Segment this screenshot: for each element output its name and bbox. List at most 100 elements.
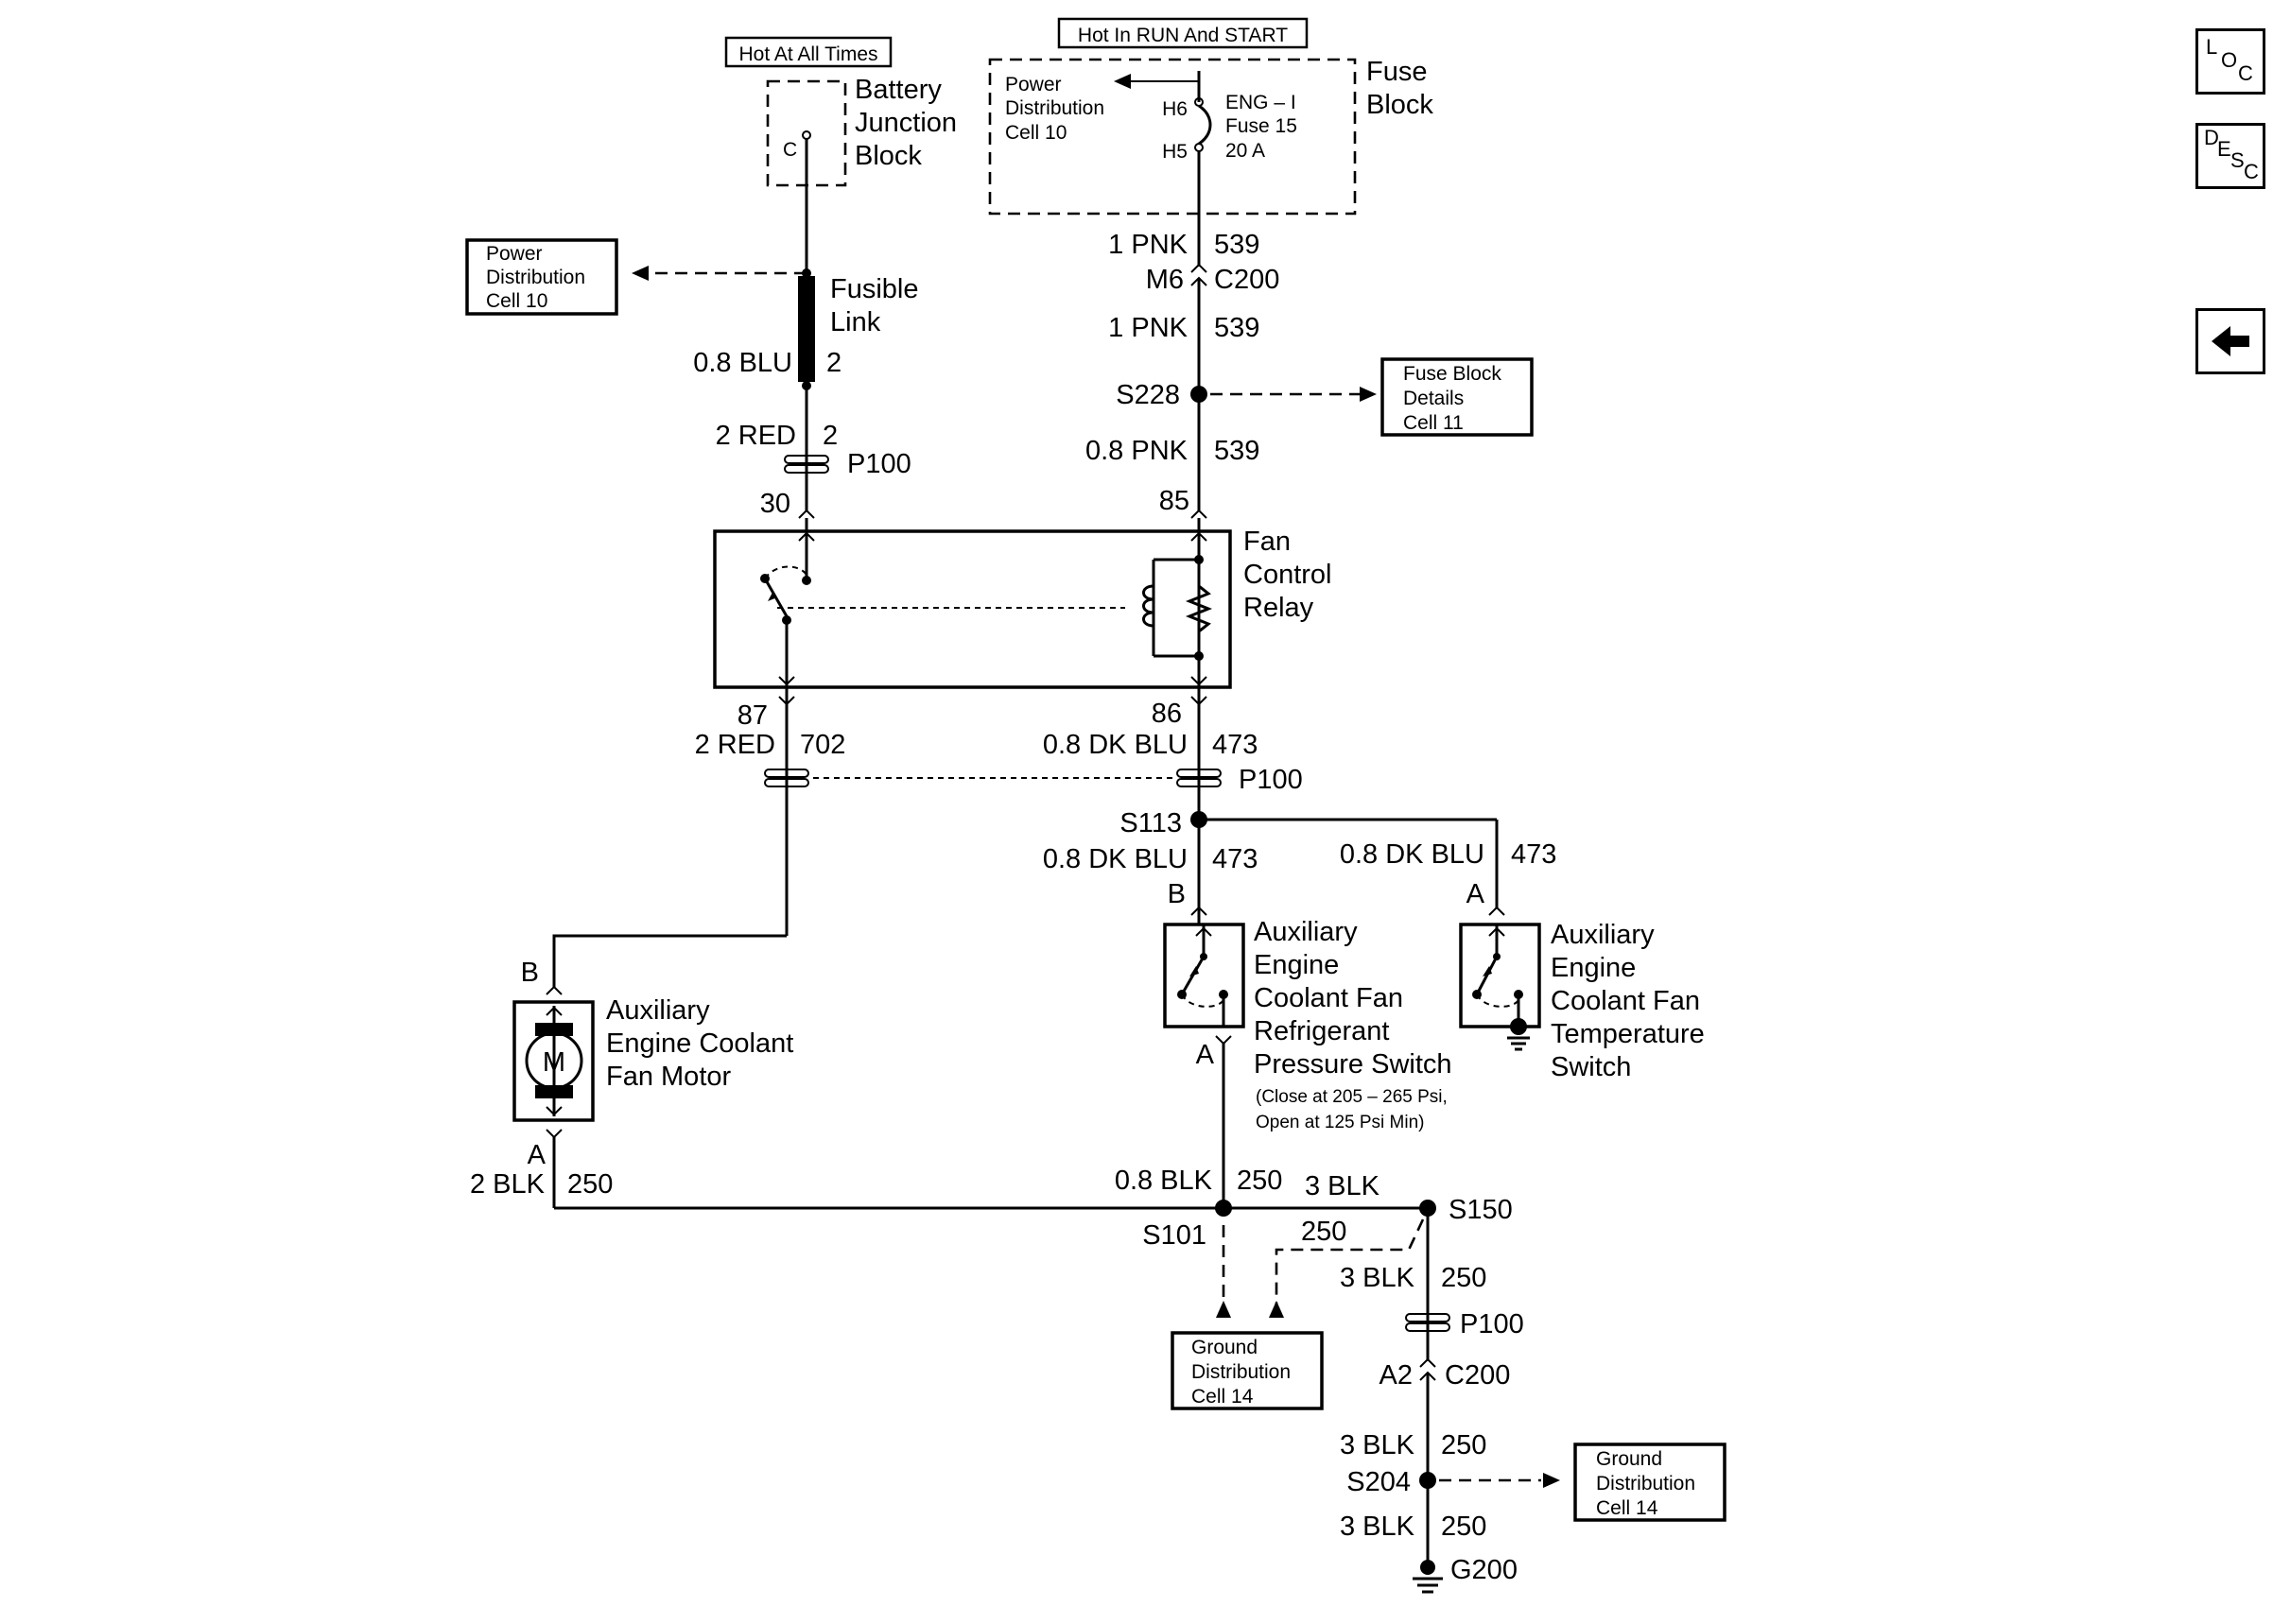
temp-switch-pin-a: A: [1466, 879, 1485, 909]
wire-label-pnk-3: 0.8 PNK: [1085, 436, 1189, 466]
temp-switch-l4: Temperature: [1551, 1019, 1705, 1049]
refrig-switch-pin-b: B: [1168, 879, 1186, 909]
hot-in-run-start-label: Hot In RUN And START: [1057, 17, 1309, 49]
wire-ckt-blk-3b: 250: [1441, 1263, 1486, 1293]
fuse-block-pd-3: Cell 10: [1005, 122, 1067, 144]
fuse-details-l2: Details: [1403, 388, 1464, 409]
wire-ckt-blk-08: 250: [1237, 1166, 1282, 1196]
fuse-block-pd-2: Distribution: [1005, 97, 1104, 119]
refrig-switch-note-1: (Close at 205 – 265 Psi,: [1256, 1087, 1448, 1107]
wire-ckt-blk-3d: 250: [1441, 1512, 1486, 1542]
loc-letter-l: L: [2206, 35, 2218, 59]
temp-switch-l1: Auxiliary: [1551, 920, 1655, 950]
fuse-block: [988, 58, 1357, 216]
motor-symbol: [525, 1031, 583, 1090]
loc-letter-o: O: [2221, 48, 2238, 72]
battery-junction-cavity: C: [783, 139, 797, 161]
ground-box-2-l1: Ground: [1596, 1448, 1662, 1470]
p100-connector-b-left: [764, 766, 809, 792]
power-dist-left-l2: Distribution: [486, 267, 585, 288]
hot-at-all-times-text: Hot At All Times: [738, 43, 877, 65]
wire-ckt-250-dash: 250: [1301, 1217, 1346, 1247]
p100-label-c: P100: [1460, 1309, 1524, 1339]
wire-label-pnk-2: 1 PNK: [1108, 313, 1188, 343]
wire-ckt-red-2: 2: [823, 421, 838, 451]
fuse-block-details-box: Fuse Block Details Cell 11: [1380, 357, 1534, 437]
ground-box-2-l2: Distribution: [1596, 1473, 1695, 1494]
ground-box-1-l3: Cell 14: [1191, 1386, 1254, 1408]
motor-label-1: Auxiliary: [606, 995, 710, 1026]
loc-letter-c: C: [2238, 61, 2253, 85]
battery-junction-label-3: Block: [855, 141, 922, 171]
wire-label-blk-3c: 3 BLK: [1340, 1430, 1415, 1460]
back-button[interactable]: [2195, 308, 2265, 374]
power-dist-left-l3: Cell 10: [486, 290, 547, 312]
wire-ckt-blu-link: 2: [826, 348, 842, 378]
refrig-switch-note-2: Open at 125 Psi Min): [1256, 1113, 1424, 1132]
wire-ckt-pnk-2: 539: [1214, 313, 1259, 343]
fusible-link-label-2: Link: [830, 307, 881, 337]
relay-pin-30: 30: [760, 489, 790, 519]
wire-label-red-702: 2 RED: [695, 730, 775, 760]
relay-label-2: Control: [1243, 560, 1332, 590]
wire-label-dkblu-2: 0.8 DK BLU: [1043, 844, 1188, 874]
hot-in-run-start-text: Hot In RUN And START: [1078, 25, 1288, 46]
battery-junction-label-2: Junction: [855, 108, 957, 138]
power-dist-left-l1: Power: [486, 243, 543, 265]
p100-connector-a: [784, 452, 829, 510]
ground-g200-label: G200: [1450, 1555, 1518, 1585]
wire-label-blk-3d: 3 BLK: [1340, 1512, 1415, 1542]
temp-switch-l3: Coolant Fan: [1551, 986, 1700, 1016]
wire-ckt-blk-motor: 250: [567, 1169, 613, 1200]
fuse-name: ENG – I: [1225, 92, 1296, 113]
c200-label-a: C200: [1214, 265, 1279, 295]
desc-letter-s: S: [2230, 148, 2245, 172]
fuse-h6: H6: [1162, 98, 1188, 120]
wire-label-blk-08: 0.8 BLK: [1115, 1166, 1213, 1196]
refrig-switch-l5: Pressure Switch: [1254, 1049, 1452, 1080]
c200-label-b: C200: [1445, 1360, 1510, 1391]
fuse-block-label-1: Fuse: [1366, 57, 1427, 87]
p100-connector-b-right: [1176, 766, 1222, 792]
motor-label-2: Engine Coolant: [606, 1028, 793, 1059]
splice-s101: [1215, 1200, 1232, 1217]
fuse-block-label-2: Block: [1366, 90, 1433, 120]
ground-box-1-l1: Ground: [1191, 1337, 1258, 1358]
splice-s113-label: S113: [1119, 808, 1182, 838]
wire-ckt-pnk-3: 539: [1214, 436, 1259, 466]
wire-label-red-2: 2 RED: [716, 421, 796, 451]
ground-distribution-box-2: Ground Distribution Cell 14: [1573, 1443, 1726, 1522]
fuse-details-l1: Fuse Block: [1403, 363, 1501, 385]
c200-pin-a2: A2: [1379, 1360, 1413, 1391]
motor-label-3: Fan Motor: [606, 1062, 731, 1092]
ground-box-1-l2: Distribution: [1191, 1361, 1291, 1383]
relay-pin-86: 86: [1152, 699, 1182, 729]
wire-label-blu-link: 0.8 BLU: [693, 348, 792, 378]
relay-resistor: [1185, 584, 1213, 633]
wire-label-blk-3a: 3 BLK: [1305, 1171, 1380, 1201]
wire-label-blk-3b: 3 BLK: [1340, 1263, 1415, 1293]
left-arrow-icon: [2212, 326, 2249, 356]
wire-ckt-dkblu-1: 473: [1212, 730, 1258, 760]
relay-pin-87: 87: [737, 700, 768, 731]
wire-ckt-dkblu-3: 473: [1511, 839, 1556, 870]
relay-coil: [1142, 584, 1154, 628]
relay-pin-85: 85: [1159, 486, 1189, 516]
p100-connector-c: [1405, 1310, 1450, 1335]
loc-button[interactable]: L O C: [2195, 28, 2265, 95]
splice-s101-label: S101: [1142, 1220, 1206, 1251]
battery-junction-label-1: Battery: [855, 75, 942, 105]
temp-switch-l2: Engine: [1551, 953, 1636, 983]
wire-label-dkblu-1: 0.8 DK BLU: [1043, 730, 1188, 760]
splice-s150-label: S150: [1449, 1195, 1513, 1225]
motor-pin-a: A: [528, 1140, 547, 1170]
ground-g200-icon: [1413, 1560, 1443, 1594]
temp-switch-l5: Switch: [1551, 1052, 1631, 1082]
ground-box-2-l3: Cell 14: [1596, 1497, 1658, 1519]
power-distribution-box-left: Power Distribution Cell 10: [465, 238, 618, 316]
c200-connector-b: [1418, 1357, 1437, 1390]
fuse-h5: H5: [1162, 141, 1188, 163]
fuse-15: [1198, 104, 1212, 146]
refrig-switch-pin-a: A: [1196, 1040, 1215, 1070]
desc-button[interactable]: D E S C: [2195, 123, 2265, 189]
